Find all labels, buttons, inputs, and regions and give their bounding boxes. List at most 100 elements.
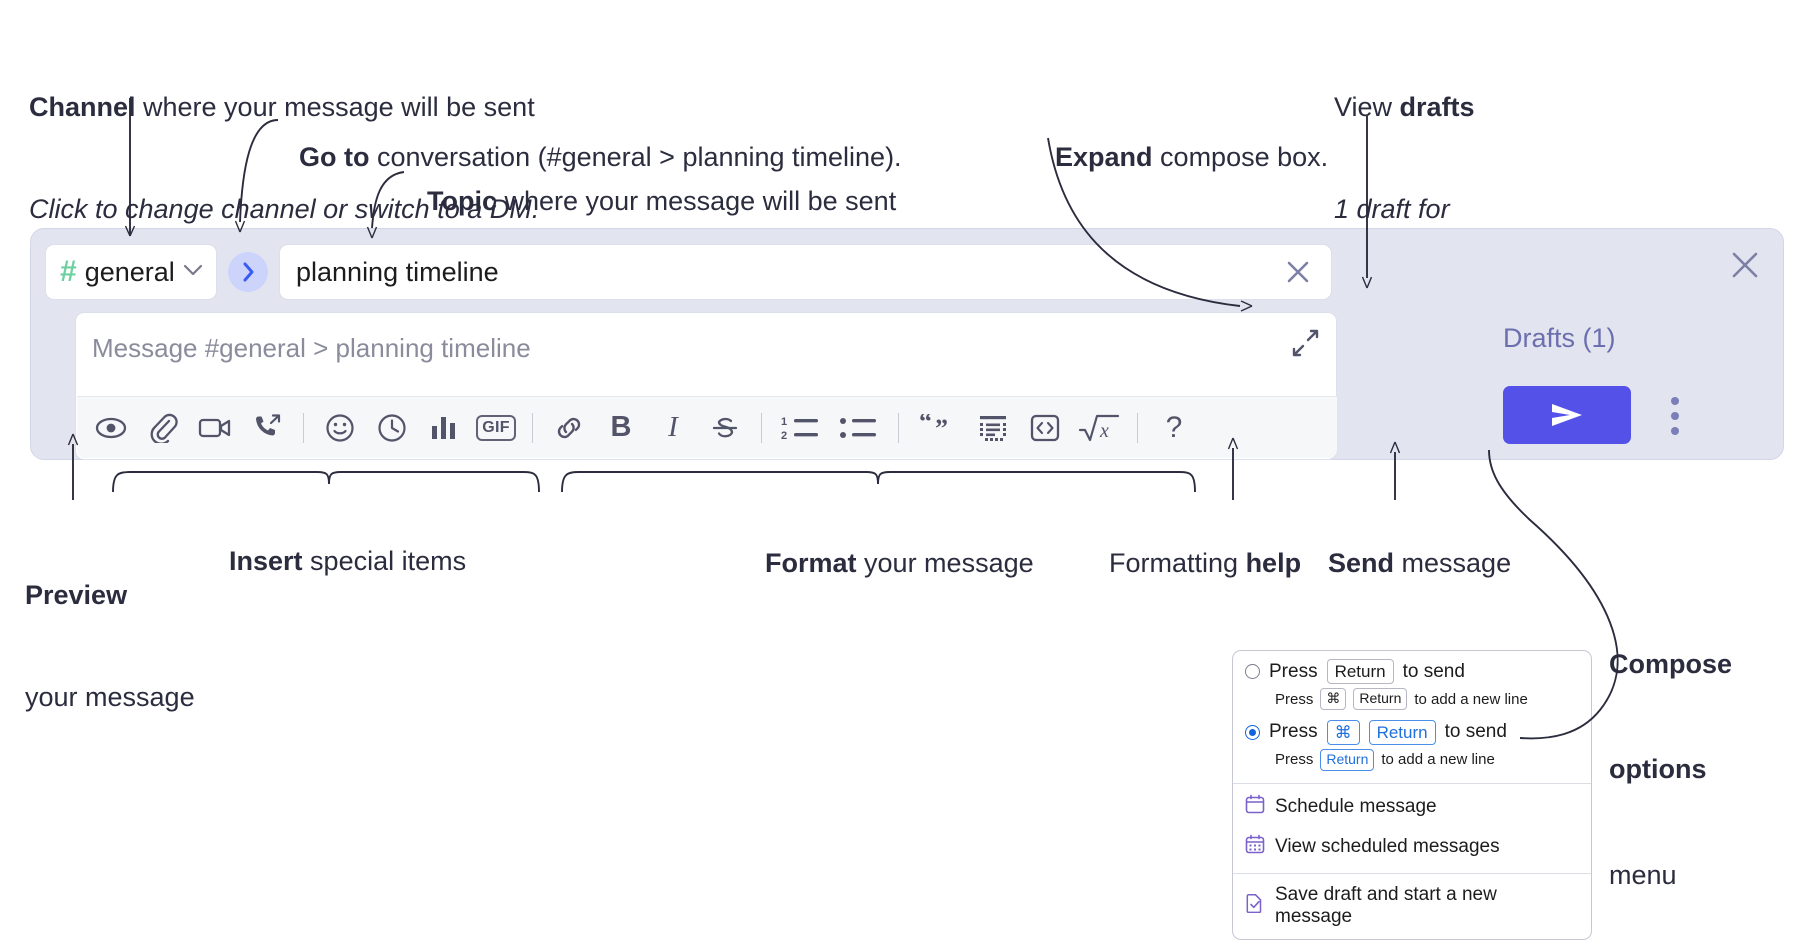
code-block-icon[interactable] — [967, 404, 1019, 452]
annotation-format-rest: your message — [856, 548, 1034, 579]
kebab-dot — [1671, 412, 1679, 420]
preview-icon[interactable] — [85, 404, 137, 452]
opt1-sub-post: to add a new line — [1414, 690, 1528, 708]
menu-item-schedule-message[interactable]: Schedule message — [1233, 784, 1591, 827]
link-icon[interactable] — [543, 404, 595, 452]
video-icon[interactable] — [189, 404, 241, 452]
bullet-list-icon[interactable] — [830, 404, 888, 452]
channel-name-label: general — [84, 256, 175, 287]
opt2-pre: Press — [1269, 721, 1318, 743]
opt1-key-return: Return — [1326, 659, 1394, 685]
audio-call-icon[interactable] — [241, 404, 293, 452]
annotation-topic-rest: where your message will be sent — [497, 186, 897, 217]
annotation-goto-rest: conversation (#general > planning timeli… — [369, 142, 902, 173]
annotation-insert: Insert special items — [214, 510, 466, 578]
send-button[interactable] — [1503, 386, 1631, 444]
annotation-expand-rest: compose box. — [1152, 142, 1329, 173]
annotation-compose-options: Compose options menu — [1609, 577, 1732, 928]
svg-text:“: “ — [919, 414, 932, 436]
math-icon[interactable]: x — [1071, 404, 1127, 452]
message-input-placeholder: Message #general > planning timeline — [92, 333, 531, 363]
compose-options-menu: Press Return to send Press ⌘ Return to a… — [1232, 650, 1592, 940]
topic-input-field[interactable]: planning timeline — [279, 244, 1332, 300]
toolbar-divider — [761, 412, 762, 443]
expand-icon[interactable] — [1290, 327, 1324, 361]
menu-item-label: Save draft and start a new message — [1275, 883, 1497, 927]
help-icon[interactable]: ? — [1148, 404, 1200, 452]
annotation-format: Format your message — [750, 512, 1034, 580]
opt2-sub-pre: Press — [1275, 751, 1314, 769]
calendar-clock-icon — [1245, 794, 1265, 820]
menu-divider — [1233, 782, 1591, 784]
annotation-compose-options-bold1: Compose — [1609, 649, 1733, 680]
compose-header-row: # general planning timeline — [45, 244, 1332, 300]
chevron-right-icon — [243, 262, 253, 282]
annotation-expand-bold: Expand — [1055, 142, 1153, 173]
svg-text:2: 2 — [781, 430, 787, 442]
annotation-send-rest: message — [1394, 548, 1512, 579]
bold-label: B — [610, 411, 632, 443]
annotation-insert-bold: Insert — [229, 546, 303, 577]
annotation-drafts-bold: drafts — [1399, 92, 1475, 123]
poll-chart-icon[interactable] — [418, 404, 470, 452]
annotation-help-bold: help — [1245, 548, 1302, 579]
annotation-topic-bold: Topic — [427, 186, 498, 217]
reminder-clock-icon[interactable] — [366, 404, 418, 452]
goto-conversation-button[interactable] — [228, 252, 268, 292]
chevron-down-icon — [183, 262, 203, 282]
code-icon[interactable] — [1019, 404, 1071, 452]
kebab-dot — [1671, 397, 1679, 405]
annotation-goto-bold: Go to — [299, 142, 370, 173]
emoji-icon[interactable] — [314, 404, 366, 452]
send-option-cmd-return[interactable]: Press ⌘ Return to send Press Return to a… — [1233, 718, 1591, 783]
opt1-sub-key-return: Return — [1353, 688, 1408, 710]
annotation-send-bold: Send — [1328, 548, 1395, 579]
opt2-key-cmd: ⌘ — [1326, 719, 1360, 745]
annotation-drafts-plain: View — [1334, 92, 1400, 123]
menu-item-save-draft[interactable]: Save draft and start a new message — [1233, 874, 1591, 939]
opt1-pre: Press — [1269, 660, 1318, 682]
italic-icon[interactable]: I — [647, 404, 699, 452]
save-draft-icon — [1245, 893, 1265, 919]
svg-text:1: 1 — [781, 416, 787, 428]
annotation-channel-bold: Channel — [29, 92, 136, 123]
annotation-preview: Preview your message — [25, 510, 195, 748]
opt2-post: to send — [1444, 721, 1507, 743]
attachment-icon[interactable] — [137, 404, 189, 452]
gif-icon[interactable]: GIF — [470, 404, 522, 452]
opt2-sub-key-return: Return — [1320, 749, 1375, 771]
annotation-help-plain: Formatting — [1109, 548, 1246, 579]
opt2-key-return: Return — [1368, 719, 1436, 745]
svg-text:”: ” — [935, 414, 948, 442]
opt1-sub-key-cmd: ⌘ — [1320, 688, 1347, 710]
opt2-sub-post: to add a new line — [1381, 751, 1495, 769]
blockquote-icon[interactable]: “” — [909, 404, 967, 452]
italic-label: I — [668, 411, 678, 443]
opt1-post: to send — [1402, 660, 1465, 682]
annotation-help: Formatting help — [1094, 512, 1301, 580]
radio-return[interactable] — [1245, 664, 1260, 680]
annotation-drafts-italic1: 1 draft for — [1334, 194, 1450, 225]
bold-icon[interactable]: B — [595, 404, 647, 452]
send-option-return[interactable]: Press Return to send Press ⌘ Return to a… — [1233, 651, 1591, 718]
annotation-format-bold: Format — [765, 548, 857, 579]
strikethrough-icon[interactable] — [699, 404, 751, 452]
menu-item-label: Schedule message — [1275, 795, 1437, 817]
clear-topic-icon[interactable] — [1281, 255, 1315, 289]
menu-divider — [1233, 872, 1591, 874]
toolbar-divider — [303, 412, 304, 443]
close-icon[interactable] — [1727, 247, 1763, 283]
more-options-icon[interactable] — [1661, 394, 1689, 438]
annotation-preview-rest: your message — [25, 682, 195, 713]
send-paper-plane-icon — [1552, 404, 1582, 426]
menu-item-view-scheduled-messages[interactable]: View scheduled messages — [1233, 827, 1591, 867]
kebab-dot — [1671, 427, 1679, 435]
channel-selector-button[interactable]: # general — [45, 244, 217, 300]
topic-input-value: planning timeline — [296, 256, 499, 287]
compose-box: # general planning timeline Message #gen… — [30, 228, 1784, 460]
radio-cmd-return[interactable] — [1245, 724, 1260, 740]
annotation-send: Send message — [1313, 512, 1511, 580]
drafts-link[interactable]: Drafts (1) — [1503, 323, 1616, 353]
message-input-box[interactable]: Message #general > planning timeline — [75, 312, 1337, 460]
